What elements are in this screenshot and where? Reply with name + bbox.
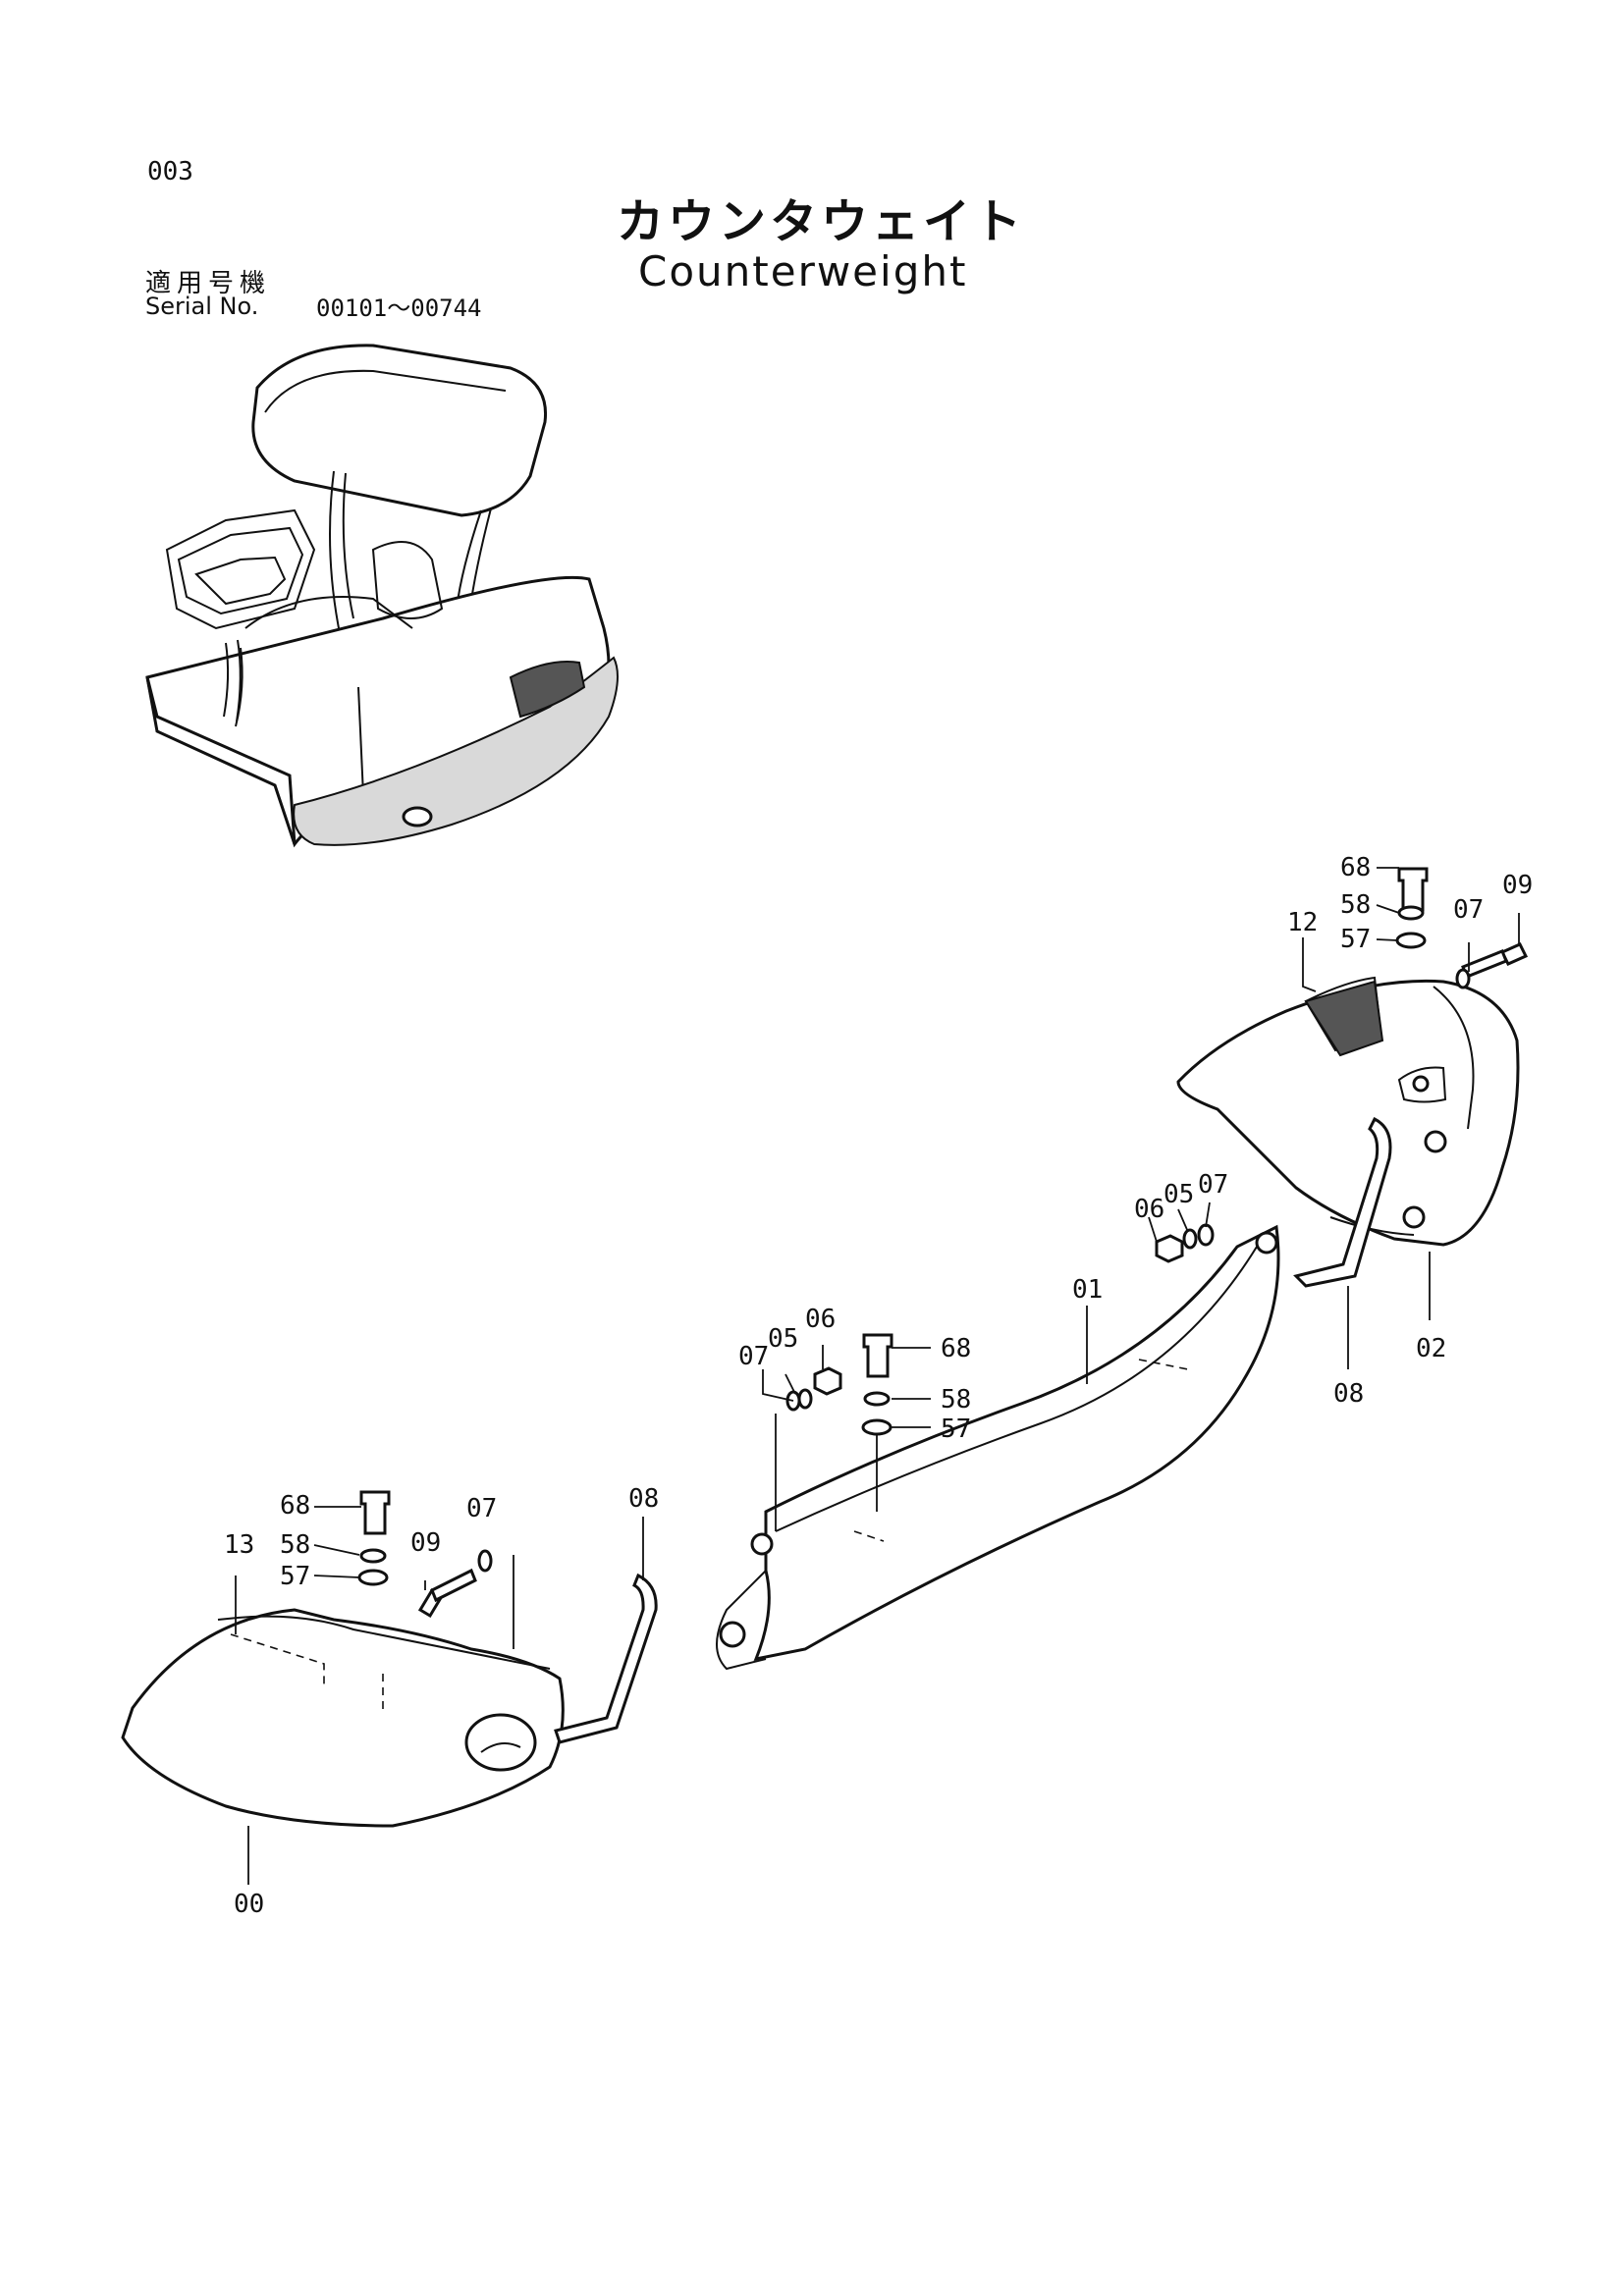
callout-labels: 68 58 57 12 07 09 06 05 07 01 02 08 07 0… bbox=[224, 853, 1533, 1919]
callout-06-right: 06 bbox=[1134, 1195, 1164, 1224]
page-number: 003 bbox=[147, 157, 193, 187]
callout-00: 00 bbox=[234, 1890, 264, 1919]
callout-68-left: 68 bbox=[280, 1491, 310, 1521]
seal-08-right bbox=[1293, 1116, 1392, 1288]
callout-02: 02 bbox=[1416, 1334, 1446, 1363]
callout-58-middle: 58 bbox=[941, 1385, 971, 1415]
callout-57-left: 57 bbox=[280, 1562, 310, 1591]
counterweight-center-section bbox=[716, 1224, 1280, 1671]
counterweight-left-section bbox=[121, 1608, 565, 1828]
callout-08-left: 08 bbox=[628, 1484, 659, 1514]
callout-09-left: 09 bbox=[410, 1528, 441, 1558]
fastener-nuts bbox=[813, 1234, 1184, 1396]
callout-05-right: 05 bbox=[1163, 1180, 1194, 1209]
title-english: Counterweight bbox=[638, 247, 968, 295]
leader-lines bbox=[235, 867, 1520, 1885]
overview-machine-illustration bbox=[145, 344, 619, 848]
title-japanese: カウンタウェイト bbox=[617, 194, 1026, 249]
callout-08-right: 08 bbox=[1333, 1379, 1364, 1409]
callout-68-middle: 68 bbox=[941, 1334, 971, 1363]
seal-08-left bbox=[554, 1573, 658, 1744]
callout-57-top: 57 bbox=[1340, 925, 1371, 954]
callout-09-top: 09 bbox=[1502, 871, 1533, 900]
serial-label-japanese: 適用号機 bbox=[145, 269, 272, 298]
callout-07-middle: 07 bbox=[738, 1342, 769, 1371]
counterweight-right-section bbox=[1176, 976, 1520, 1247]
serial-range: 00101～00744 bbox=[316, 294, 482, 322]
callout-57-middle: 57 bbox=[941, 1415, 971, 1444]
callout-07-left: 07 bbox=[466, 1494, 497, 1523]
callout-07-top: 07 bbox=[1453, 895, 1484, 925]
callout-13: 13 bbox=[224, 1530, 254, 1560]
callout-58-top: 58 bbox=[1340, 890, 1371, 920]
callout-07-right: 07 bbox=[1198, 1170, 1228, 1200]
callout-06-middle: 06 bbox=[805, 1305, 836, 1334]
callout-58-left: 58 bbox=[280, 1530, 310, 1560]
callout-05-middle: 05 bbox=[768, 1324, 798, 1354]
callout-01: 01 bbox=[1072, 1275, 1103, 1305]
callout-68-top: 68 bbox=[1340, 853, 1371, 882]
callout-12: 12 bbox=[1287, 908, 1318, 937]
serial-label-english: Serial No. bbox=[145, 293, 259, 320]
